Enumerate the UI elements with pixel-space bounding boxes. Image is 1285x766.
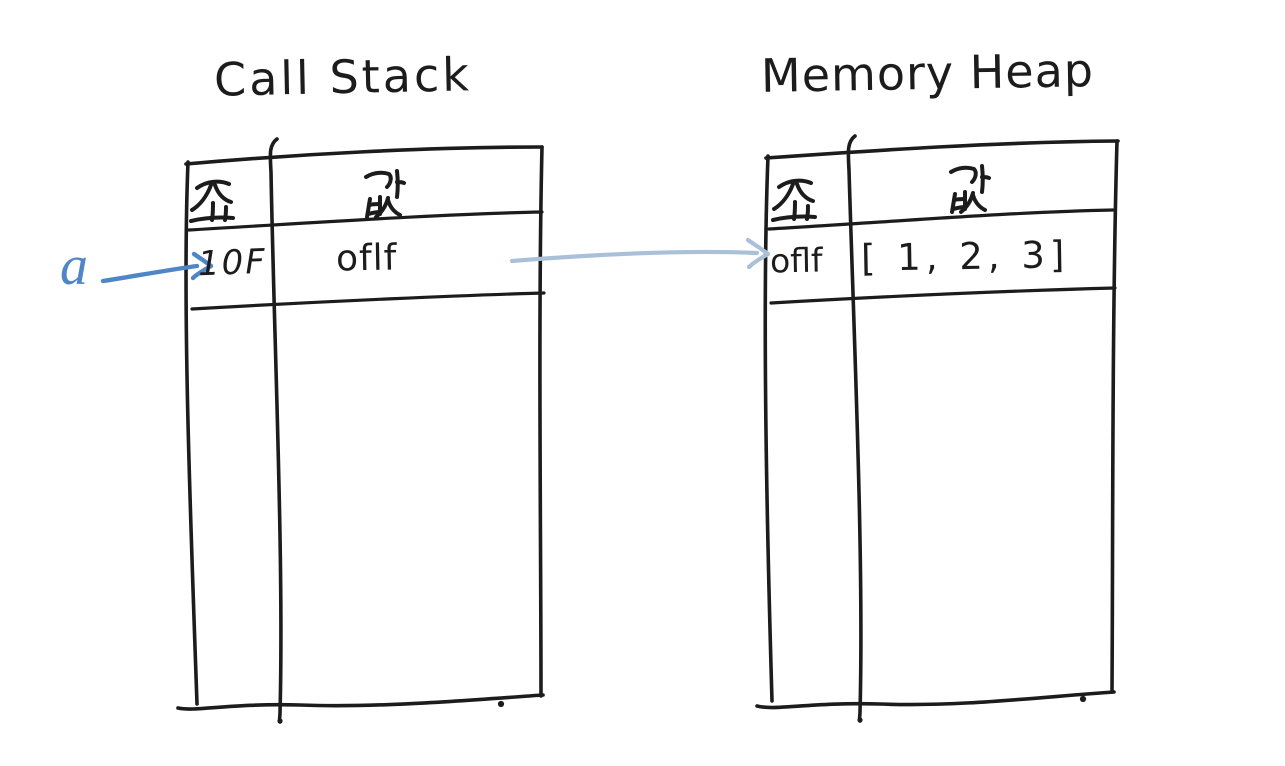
call-stack-col-address-label (189, 179, 235, 223)
reference-arrow (509, 237, 771, 270)
reference-arrow-head (745, 237, 771, 270)
call-stack-bottom-edge-dot (497, 700, 505, 708)
call-stack-table (176, 137, 546, 724)
call-stack-row-divider (190, 291, 546, 311)
memory-heap-col-value-label (949, 164, 991, 214)
memory-heap-col-address-label (771, 178, 817, 222)
memory-heap-top-border (764, 139, 1120, 160)
call-stack-value-cell: oflf (335, 237, 398, 280)
reference-arrow-shaft (509, 249, 760, 264)
memory-heap-divider-end-dot (857, 717, 863, 723)
call-stack-divider-end-dot (277, 718, 283, 724)
memory-heap-row-divider (769, 286, 1117, 305)
memory-heap-left-border (763, 154, 774, 703)
memory-heap-bottom-edge-dot (1079, 695, 1087, 703)
memory-heap-bottom-border (755, 690, 1116, 710)
memory-heap-column-divider (846, 134, 863, 723)
variable-arrow (100, 251, 214, 284)
call-stack-bottom-border (176, 693, 545, 711)
variable-arrow-head (190, 251, 214, 281)
variable-a-label: a (60, 235, 88, 297)
call-stack-address-cell: 10F (197, 241, 268, 285)
call-stack-top-border (184, 145, 544, 166)
call-stack-col-value-label (364, 169, 406, 219)
call-stack-right-border (538, 145, 544, 698)
call-stack-title: Call Stack (213, 47, 473, 107)
call-stack-left-border (184, 160, 199, 706)
memory-heap-value-cell: [ 1, 2, 3] (860, 233, 1070, 280)
variable-arrow-shaft (100, 263, 200, 284)
memory-heap-title: Memory Heap (760, 43, 1095, 103)
memory-heap-address-cell: oflf (769, 240, 823, 281)
call-stack-column-divider (268, 137, 283, 724)
call-stack-header-divider (187, 210, 544, 232)
memory-heap-header-divider (767, 208, 1115, 231)
memory-heap-table (755, 134, 1120, 723)
memory-heap-right-border (1110, 139, 1119, 694)
